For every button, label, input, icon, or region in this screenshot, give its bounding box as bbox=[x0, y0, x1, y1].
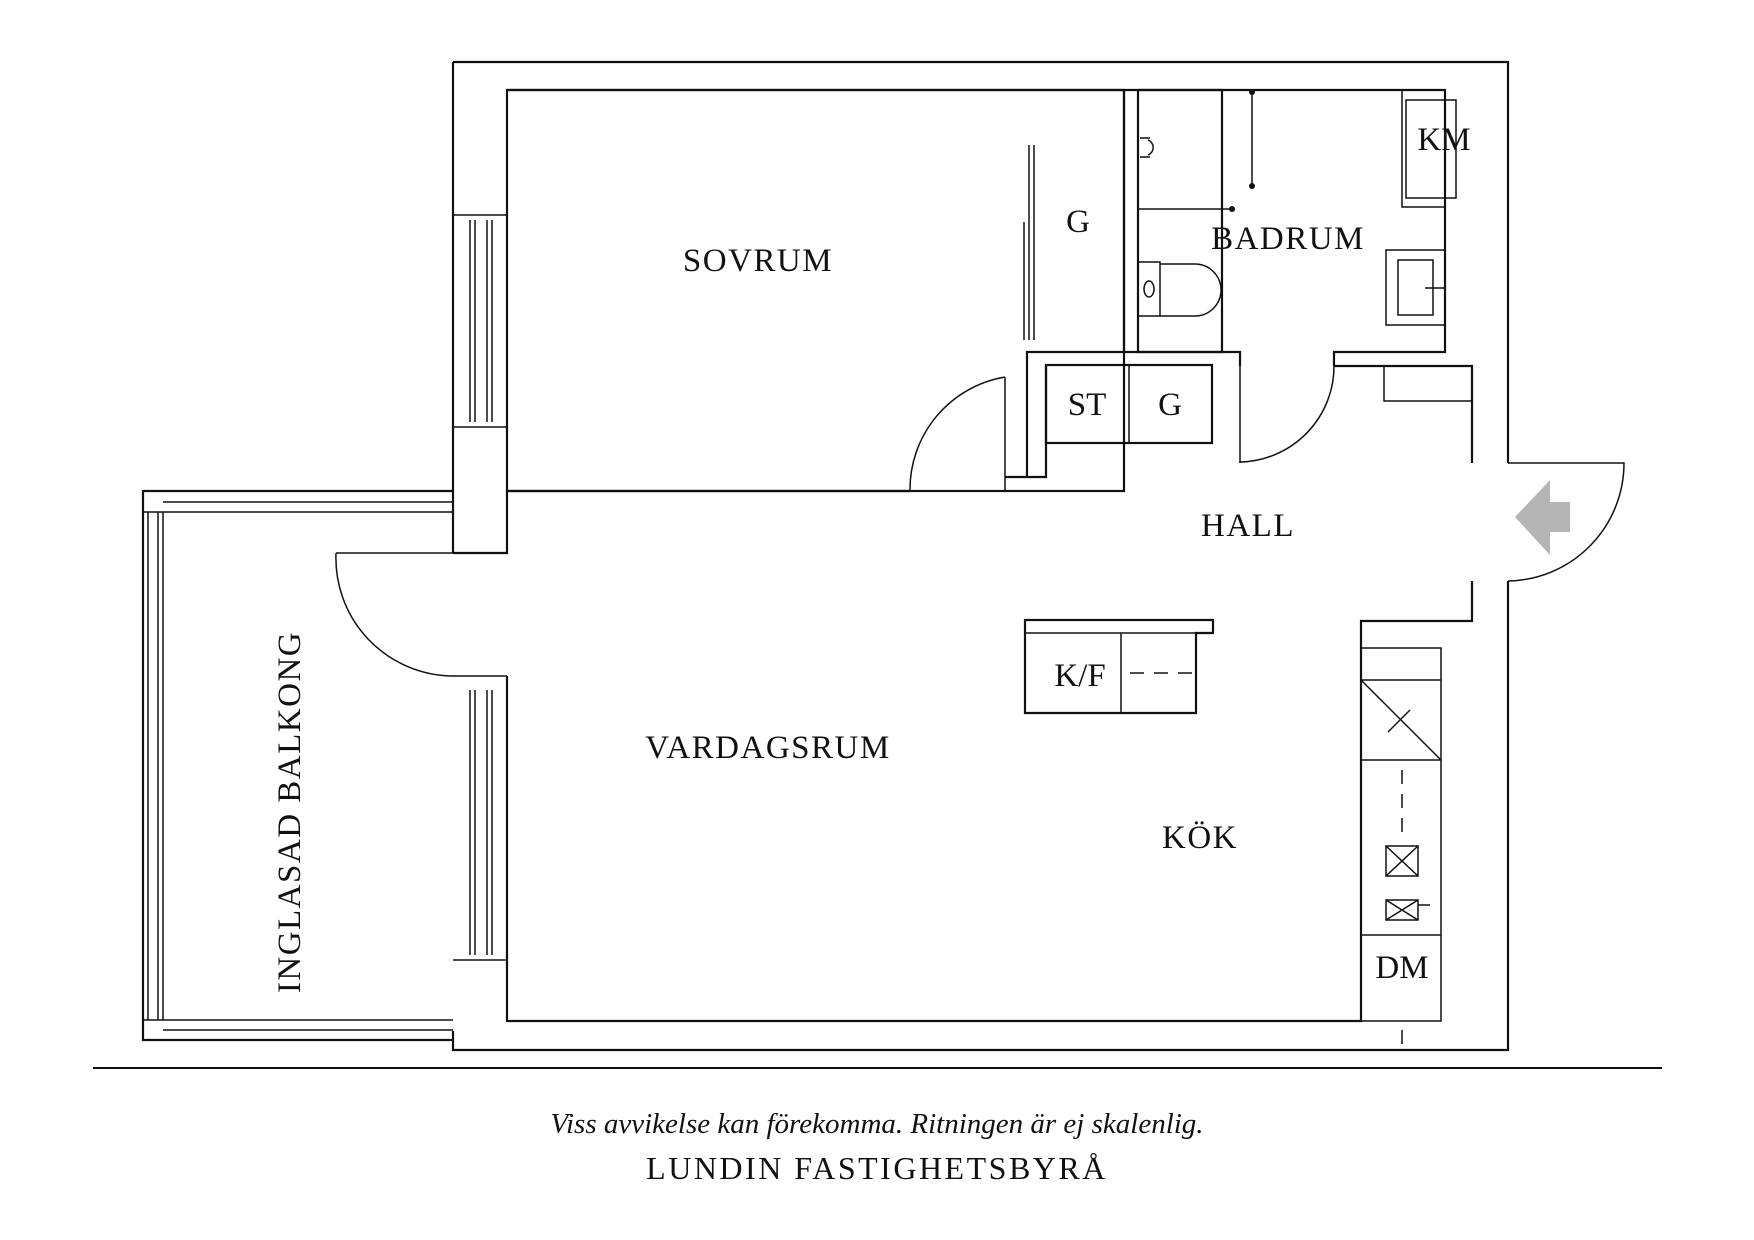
outer-wall bbox=[451, 60, 1510, 1052]
living-window bbox=[453, 675, 507, 961]
room-label-balkong: INGLASAD BALKONG bbox=[272, 631, 308, 993]
fixture-label-km: KM bbox=[1417, 122, 1470, 158]
toilet-bowl bbox=[1160, 263, 1222, 317]
sink-cross bbox=[1385, 845, 1419, 877]
fixture-label-garderob-hall: G bbox=[1158, 387, 1182, 423]
kitchen-island bbox=[1023, 618, 1215, 715]
balcony-door bbox=[335, 552, 454, 677]
sink-icon bbox=[1385, 845, 1419, 877]
fixture-label-garderob: G bbox=[1066, 204, 1090, 240]
kitchen-counter bbox=[1360, 647, 1442, 1022]
fixture-label-dm: DM bbox=[1375, 950, 1428, 986]
shower-rail bbox=[1138, 90, 1253, 210]
bathroom-walls bbox=[1136, 88, 1447, 366]
rail-end bbox=[1249, 183, 1255, 189]
room-label-sovrum: SOVRUM bbox=[683, 243, 833, 279]
sink-icon-2 bbox=[1385, 899, 1419, 921]
rail-end bbox=[1249, 89, 1255, 95]
km-machine bbox=[1405, 99, 1457, 199]
shower-head bbox=[1140, 137, 1154, 158]
entrance-door bbox=[1507, 462, 1625, 582]
bedroom-closet bbox=[1023, 145, 1035, 340]
hall-shelf bbox=[1383, 366, 1472, 402]
bathroom-door-swing bbox=[1239, 365, 1335, 463]
bedroom-door bbox=[909, 376, 1006, 492]
room-label-badrum: BADRUM bbox=[1211, 221, 1365, 257]
bedroom-walls bbox=[505, 88, 1126, 493]
kf-divider bbox=[1025, 632, 1196, 713]
toilet-tank bbox=[1137, 261, 1161, 317]
toilet-flush bbox=[1143, 280, 1155, 298]
balcony-walls bbox=[141, 489, 453, 1042]
company-name: LUNDIN FASTIGHETSBYRÅ bbox=[646, 1150, 1108, 1186]
room-label-kok: KÖK bbox=[1162, 820, 1238, 856]
balcony-glazing bbox=[143, 501, 453, 1031]
room-label-hall: HALL bbox=[1201, 508, 1295, 544]
disclaimer-text: Viss avvikelse kan förekomma. Ritningen … bbox=[550, 1108, 1204, 1140]
fixture-label-kf: K/F bbox=[1054, 658, 1105, 694]
stove bbox=[1360, 679, 1442, 936]
km-cabinet bbox=[1401, 89, 1446, 208]
rail-end bbox=[1229, 206, 1235, 212]
entrance-arrow-icon bbox=[1515, 480, 1570, 555]
fixture-label-st: ST bbox=[1068, 387, 1107, 423]
room-label-vardagsrum: VARDAGSRUM bbox=[645, 730, 890, 766]
bedroom-window bbox=[453, 214, 507, 428]
sink-cross-2 bbox=[1385, 899, 1430, 921]
